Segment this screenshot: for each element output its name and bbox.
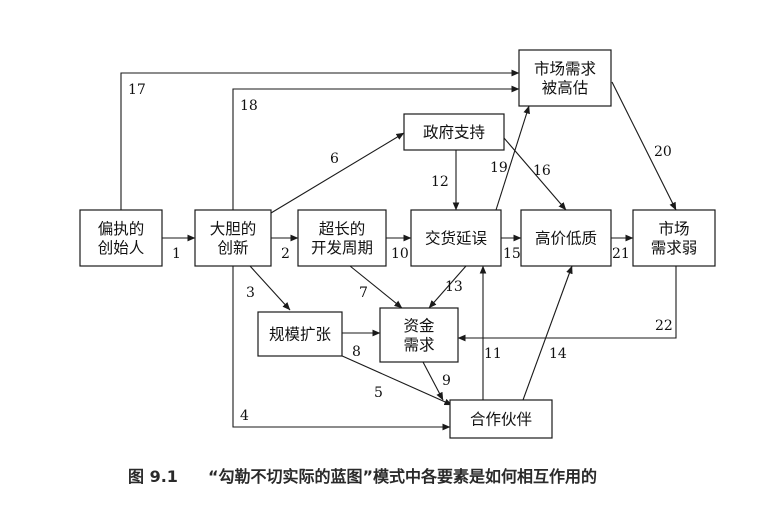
edge-label-17: 17 [128, 82, 146, 98]
edge-label-5: 5 [374, 385, 383, 401]
edge-label-11: 11 [484, 346, 502, 362]
edge-4 [232, 266, 451, 431]
node-label-zijin: 需求 [403, 336, 434, 354]
node-label-hezuo: 合作伙伴 [470, 411, 532, 429]
edge-22 [457, 266, 677, 342]
edge-9 [422, 361, 444, 401]
node-box-chaochang [297, 209, 387, 267]
edge-label-18: 18 [240, 98, 258, 114]
interaction-diagram: 偏执的创始人大胆的创新超长的开发周期交货延误高价低质市场需求弱政府支持市场需求被… [79, 49, 716, 439]
edge-label-15: 15 [503, 246, 521, 262]
edge-label-12: 12 [431, 174, 449, 190]
node-zhengfu: 政府支持 [403, 113, 505, 151]
node-label-bianzhi: 创始人 [98, 239, 145, 257]
edge-label-21: 21 [612, 246, 630, 262]
node-label-dadan: 大胆的 [210, 220, 257, 238]
edge-19 [495, 105, 530, 211]
edge-3 [249, 265, 291, 311]
edge-14 [522, 265, 573, 401]
edge-label-8: 8 [352, 344, 361, 360]
edge-20 [611, 81, 677, 211]
edge-label-19: 19 [490, 160, 508, 176]
edge-label-20: 20 [654, 144, 672, 160]
edge-label-6: 6 [330, 151, 339, 167]
edge-label-14: 14 [549, 346, 567, 362]
node-gaojia: 高价低质 [520, 209, 612, 267]
node-jiaohuo: 交货延误 [410, 209, 502, 267]
edge-13 [428, 265, 467, 309]
node-label-zijin: 资金 [403, 317, 435, 335]
node-box-guimo [257, 311, 343, 357]
node-label-gaojia: 高价低质 [535, 230, 597, 248]
edge-label-13: 13 [445, 279, 463, 295]
edge-label-10: 10 [391, 246, 409, 262]
edge-label-3: 3 [246, 285, 255, 301]
edge-18 [232, 85, 520, 210]
node-box-bianzhi [79, 209, 163, 267]
edge-7 [349, 265, 403, 309]
node-label-shichang_gao: 市场需求 [534, 60, 596, 78]
node-box-hezuo [449, 399, 553, 439]
node-box-zijin [379, 307, 459, 363]
node-label-dadan: 创新 [217, 239, 248, 257]
node-label-bianzhi: 偏执的 [98, 220, 145, 238]
edge-label-4: 4 [240, 408, 249, 424]
node-box-shichang_ruo [632, 209, 716, 267]
edges-layer [120, 69, 677, 431]
edge-label-9: 9 [442, 373, 451, 389]
caption-number: 图 9.1 [128, 467, 178, 486]
node-label-jiaohuo: 交货延误 [425, 230, 487, 248]
edge-6 [270, 132, 405, 214]
edge-label-22: 22 [655, 318, 673, 334]
node-box-gaojia [520, 209, 612, 267]
node-label-chaochang: 开发周期 [311, 239, 373, 257]
node-label-shichang_ruo: 需求弱 [651, 239, 698, 257]
node-label-zhengfu: 政府支持 [423, 124, 485, 142]
edge-17 [120, 69, 520, 210]
node-label-chaochang: 超长的 [319, 220, 366, 238]
node-label-shichang_gao: 被高估 [542, 79, 589, 97]
caption-text: “勾勒不切实际的蓝图”模式中各要素是如何相互作用的 [208, 467, 598, 486]
node-label-shichang_ruo: 市场 [658, 220, 689, 238]
edge-label-2: 2 [281, 246, 290, 262]
node-box-dadan [194, 209, 272, 267]
node-box-shichang_gao [518, 49, 612, 107]
edge-label-16: 16 [533, 163, 551, 179]
edge-16 [503, 137, 567, 211]
edge-label-1: 1 [172, 246, 181, 262]
node-box-jiaohuo [410, 209, 502, 267]
node-label-guimo: 规模扩张 [269, 326, 332, 344]
edge-5 [339, 354, 453, 406]
edge-label-7: 7 [359, 285, 368, 301]
nodes-layer: 偏执的创始人大胆的创新超长的开发周期交货延误高价低质市场需求弱政府支持市场需求被… [79, 49, 716, 439]
node-guimo: 规模扩张 [257, 311, 343, 357]
node-box-zhengfu [403, 113, 505, 151]
node-hezuo: 合作伙伴 [449, 399, 553, 439]
